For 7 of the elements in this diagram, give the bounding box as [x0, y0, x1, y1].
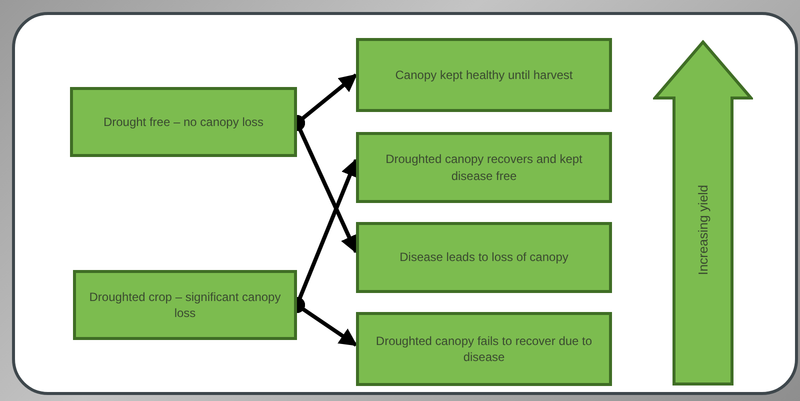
outcome-box: Drought free – no canopy loss — [70, 87, 297, 157]
outcome-box: Droughted canopy fails to recover due to disease — [356, 312, 612, 386]
outcome-box: Droughted canopy recovers and kept disease free — [356, 132, 612, 203]
outcome-box: Droughted crop – significant canopy loss — [73, 270, 297, 340]
axis-label: Increasing yield — [696, 184, 710, 276]
outcome-box: Disease leads to loss of canopy — [356, 222, 612, 293]
outcome-box: Canopy kept healthy until harvest — [356, 38, 612, 112]
